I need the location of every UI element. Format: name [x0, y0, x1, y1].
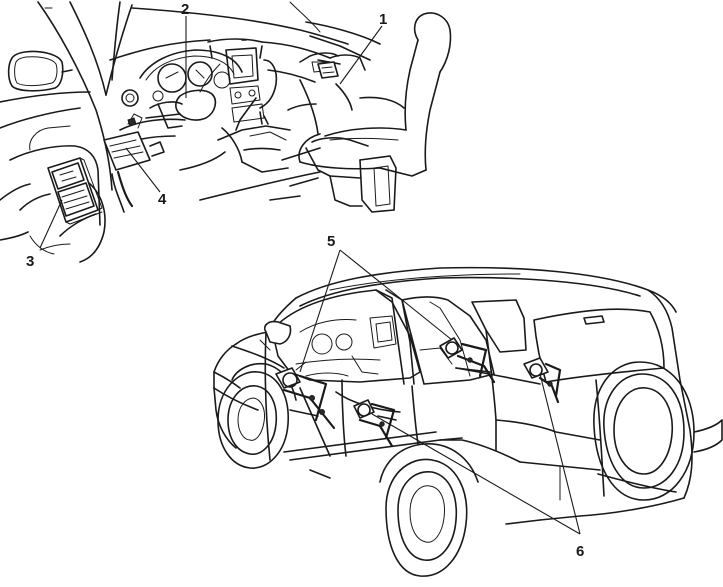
instrument-cluster: [121, 49, 243, 107]
vehicle-body: [213, 266, 693, 525]
floor-and-console: [179, 111, 321, 201]
visible-interior: [295, 315, 453, 377]
window-control-relay: [103, 113, 165, 213]
callout-2: 2: [181, 1, 189, 18]
passenger-door: [287, 21, 381, 135]
spare-tire: [593, 361, 723, 501]
dashboard: [107, 39, 366, 151]
leaders-top: [39, 16, 383, 249]
callout-4: 4: [158, 191, 167, 208]
windshield-edge: [131, 7, 349, 45]
passenger-seat: [298, 12, 452, 177]
exterior-view: [213, 249, 723, 577]
rear-right-door-regulator: [523, 357, 562, 404]
center-stack: [207, 38, 278, 131]
side-mirror: [7, 50, 73, 92]
front-right-door-regulator: [439, 337, 496, 384]
callout-5: 5: [327, 233, 335, 250]
rear-left-door-regulator: [353, 399, 397, 448]
leaders-bottom: [299, 249, 581, 535]
callout-6: 6: [576, 543, 584, 560]
callout-3: 3: [26, 253, 34, 270]
front-door-regulator: [275, 361, 336, 430]
center-console-armrest: [269, 137, 397, 213]
callouts: 1 2 3 4 5 6: [26, 1, 584, 560]
rear-window: [533, 308, 665, 383]
rear-wheel: [379, 443, 479, 577]
interior-view: [0, 1, 452, 263]
master-window-switch: [47, 157, 103, 225]
callout-1: 1: [379, 11, 387, 28]
steering-column: [145, 63, 221, 129]
a-pillar: [37, 1, 133, 191]
